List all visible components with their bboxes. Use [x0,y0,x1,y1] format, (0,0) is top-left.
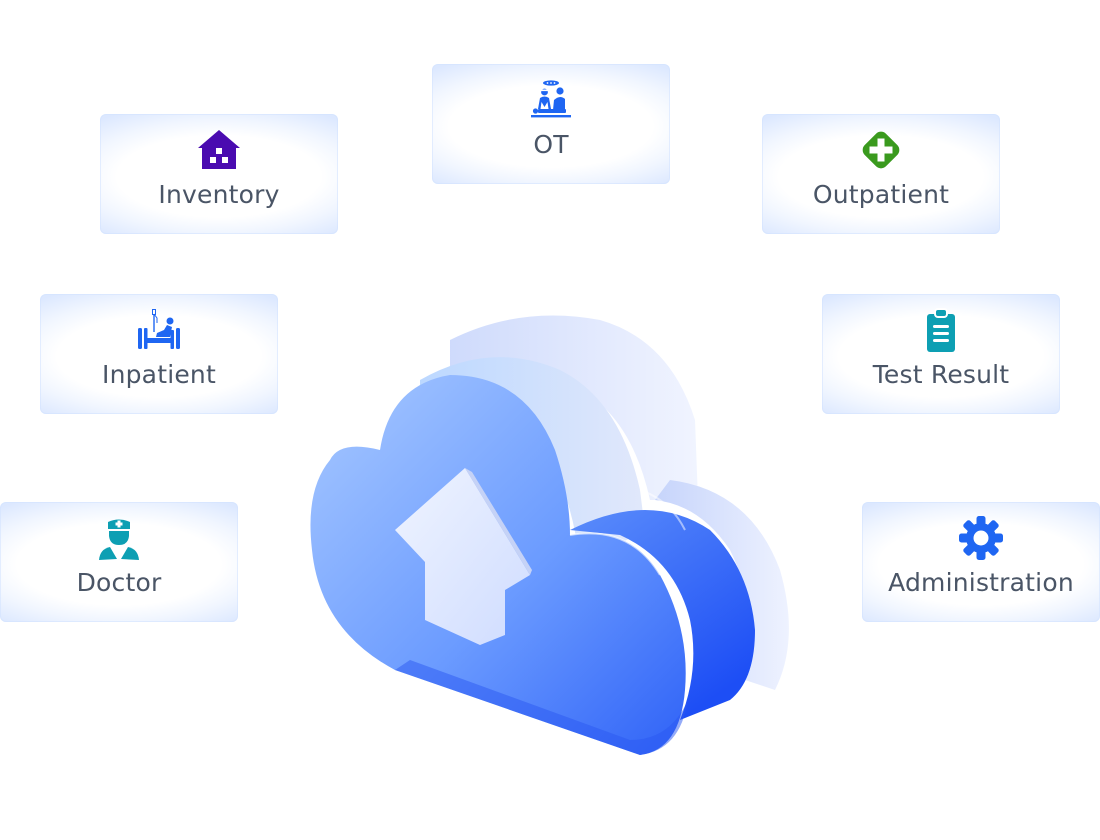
module-label-ot: OT [533,130,569,159]
module-card-administration[interactable]: Administration [862,502,1100,622]
cloud-upload-illustration [300,300,800,770]
cloud-upload-icon [310,315,789,755]
module-card-ot[interactable]: OT [432,64,670,184]
module-card-inventory[interactable]: Inventory [100,114,338,234]
module-label-outpatient: Outpatient [812,180,950,209]
module-card-doctor[interactable]: Doctor [0,502,238,622]
module-card-inpatient[interactable]: Inpatient [40,294,278,414]
module-label-administration: Administration [888,568,1074,597]
module-label-doctor: Doctor [76,568,162,597]
module-card-outpatient[interactable]: Outpatient [762,114,1000,234]
module-label-inpatient: Inpatient [102,360,216,389]
medical-cross-icon [857,126,905,174]
operating-theatre-icon [527,76,575,124]
doctor-icon [95,514,143,562]
module-card-testresult[interactable]: Test Result [822,294,1060,414]
module-label-inventory: Inventory [158,180,280,209]
hospital-bed-icon [135,306,183,354]
module-label-testresult: Test Result [872,360,1010,389]
gear-icon [957,514,1005,562]
clipboard-icon [917,306,965,354]
warehouse-icon [195,126,243,174]
